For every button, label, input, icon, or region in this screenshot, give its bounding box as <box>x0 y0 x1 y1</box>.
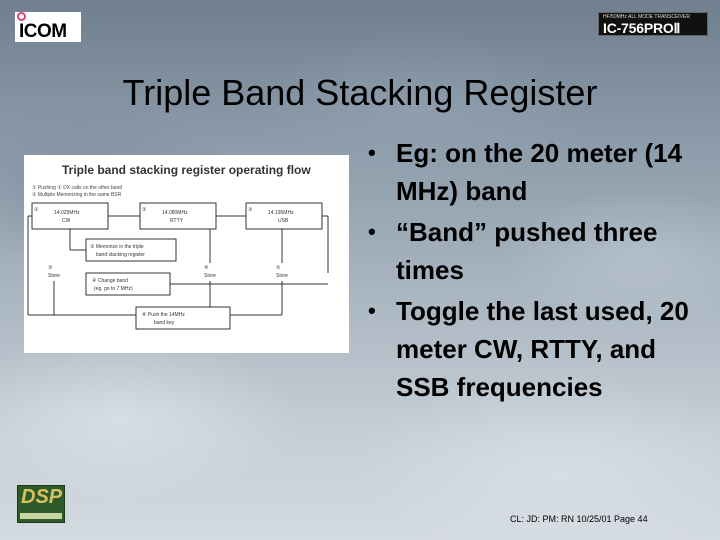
diagram-note-2: ② Multiple Memorizing in the same BSR <box>32 192 122 198</box>
icom-logo-text: ICOM <box>19 21 67 42</box>
footer-page-info: CL: JD: PM: RN 10/25/01 Page 44 <box>510 514 648 524</box>
box-usb <box>245 202 323 230</box>
store-far-label: Store <box>276 273 288 279</box>
box-rtty-mode: RTTY <box>170 218 184 224</box>
box-usb-num: ③ <box>248 207 253 213</box>
bullet-list: • Eg: on the 20 meter (14 MHz) band • “B… <box>366 134 711 409</box>
dsp-logo-band <box>20 513 62 519</box>
box-cw-freq: 14.025MHz <box>54 210 80 216</box>
bullet-text: Eg: on the 20 meter (14 MHz) band <box>396 138 683 206</box>
store-far-num: ⑤ <box>276 265 281 271</box>
store-left-label: Store <box>48 273 60 279</box>
bullet-text: “Band” pushed three times <box>396 217 658 285</box>
icom-ring-icon <box>17 12 26 21</box>
bullet-item: • Eg: on the 20 meter (14 MHz) band <box>366 134 711 210</box>
model-badge: HF/50MHz ALL MODE TRANSCEIVER IC-756PROⅡ <box>598 12 708 36</box>
store-right-num: ④ <box>204 265 209 271</box>
model-badge-name: IC-756PROⅡ <box>603 20 681 36</box>
bullet-marker: • <box>368 298 376 323</box>
bullet-text: Toggle the last used, 20 meter CW, RTTY,… <box>396 296 689 402</box>
return-line-1: ⑥ Push the 14MHz <box>142 312 185 318</box>
box-cw-mode: CW <box>62 218 71 224</box>
box-push-band-key <box>135 306 231 330</box>
diagram-note-1: ① Pushing ① DX calls on the other band <box>32 185 122 191</box>
bullet-item: • Toggle the last used, 20 meter CW, RTT… <box>366 292 711 406</box>
operating-flow-diagram: Triple band stacking register operating … <box>24 155 349 353</box>
box-cw <box>31 202 109 230</box>
model-badge-caption: HF/50MHz ALL MODE TRANSCEIVER <box>603 14 690 20</box>
slide-title: Triple Band Stacking Register <box>122 72 598 113</box>
store-right-label: Store <box>204 273 216 279</box>
box-usb-freq: 14.195MHz <box>268 210 294 216</box>
memo-line-2: band stacking register <box>96 252 145 258</box>
change-line-1: ④ Change band <box>92 278 128 284</box>
diagram-heading: Triple band stacking register operating … <box>62 163 311 177</box>
box-usb-mode: USB <box>278 218 289 224</box>
bullet-marker: • <box>368 219 376 244</box>
box-rtty <box>139 202 217 230</box>
dsp-logo-text: DSP <box>21 486 63 508</box>
box-cw-num: ① <box>34 207 39 213</box>
bullet-item: • “Band” pushed three times <box>366 213 711 289</box>
memo-line-1: ③ Memorize in the triple <box>90 244 144 250</box>
box-rtty-num: ② <box>142 207 147 213</box>
dsp-logo: DSP <box>17 485 65 523</box>
box-rtty-freq: 14.080MHz <box>162 210 188 216</box>
icom-logo: ICOM <box>15 12 81 42</box>
store-left-num: ③ <box>48 265 53 271</box>
bullet-marker: • <box>368 140 376 165</box>
change-line-2: (eg. go to 7 MHz) <box>94 286 133 292</box>
flow-diagram-svg: Triple band stacking register operating … <box>27 163 329 330</box>
return-line-2: band key <box>154 320 175 326</box>
